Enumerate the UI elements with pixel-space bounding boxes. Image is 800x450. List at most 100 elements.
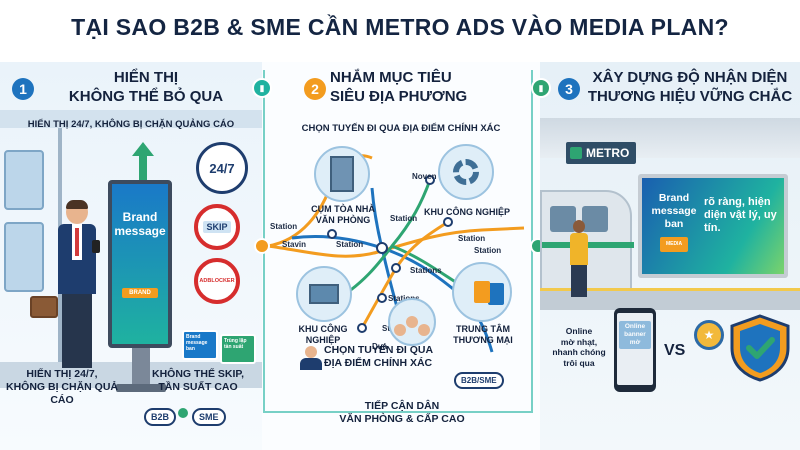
phone-banner-line: Online	[624, 323, 646, 330]
heading-line: HIỂN THỊ	[113, 69, 179, 86]
billboard-tag: MEDIA	[660, 237, 688, 252]
skip-label: SKIP	[203, 221, 231, 233]
heading-line: KHÔNG THỂ BỎ QUA	[68, 88, 224, 105]
office-line: VĂN PHÒNG	[315, 215, 371, 225]
vs-label: VS	[664, 342, 686, 359]
online-line: Online	[565, 326, 593, 336]
office-building-icon	[314, 146, 370, 202]
sme-badge: SME	[192, 408, 226, 426]
route-caption: CHỌN TUYẾN ĐI QUA ĐỊA ĐIỂM CHÍNH XÁC	[324, 344, 454, 370]
industrial-label-top: KHU CÔNG NGHIỆP	[423, 207, 510, 217]
train-floor	[0, 362, 262, 388]
award-ribbon-icon: ★	[694, 320, 724, 350]
station-label: Noven	[412, 172, 437, 181]
b2b-badge: B2B	[144, 408, 177, 426]
kiosk-text: message	[114, 224, 166, 238]
metro-line-green	[331, 179, 432, 304]
station-label: Station	[270, 222, 298, 231]
no-adblocker-icon: ADBLOCKER	[194, 258, 240, 304]
metro-sign-text: METRO	[586, 146, 630, 160]
page-title: TẠI SAO B2B & SME CẦN METRO ADS VÀO MEDI…	[71, 14, 729, 40]
online-line: trôi qua	[563, 357, 595, 368]
mall-line: THƯƠNG MẠI	[453, 335, 513, 345]
businessman-figure	[48, 200, 108, 380]
station-label: Stations	[410, 266, 442, 275]
online-caption: Online mờ nhạt, nhanh chóng trôi qua	[544, 326, 614, 368]
businessman-avatar	[300, 346, 322, 370]
audience-line: TIẾP CẬN DÂN	[364, 400, 440, 412]
station-label: Duả	[372, 342, 388, 351]
industrial-line: NGHIỆP	[305, 335, 341, 345]
factory-icon	[296, 266, 352, 322]
panel-subtitle: HIỂN THỊ 24/7, KHÔNG BỊ CHẶN QUẢNG CÁO	[27, 119, 235, 130]
billboard-line: Brand	[658, 192, 690, 204]
billboard-brand: Brand message ban MEDIA	[648, 192, 700, 252]
kiosk-button: BRAND	[122, 288, 158, 298]
panel-hyperlocal: 2 NHẮM MỤC TIÊU SIÊU ĐỊA PHƯƠNG CHỌN TUY…	[252, 62, 546, 450]
route-line: CHỌN TUYẾN ĐI QUA	[324, 344, 434, 356]
train-ceiling	[0, 110, 262, 128]
train-icon	[254, 238, 270, 254]
metro-billboard: Brand message ban MEDIA rõ ràng, hiện di…	[638, 174, 788, 278]
shield-check-icon	[730, 314, 790, 382]
kiosk-text: Brand	[122, 210, 158, 224]
kiosk-base	[116, 384, 166, 392]
panel-subtitle: CHỌN TUYẾN ĐI QUA ĐỊA ĐIỂM CHÍNH XÁC	[301, 123, 501, 134]
brand-card: Trùng lặp tần suất	[220, 334, 256, 364]
billboard-claim: rõ ràng, hiện diện vật lý, uy tín.	[704, 196, 777, 234]
train-icon: ▮	[252, 78, 272, 98]
billboard-line: message	[651, 205, 697, 217]
brand-card: Brand message ban	[182, 330, 218, 360]
step-number-badge: 1	[12, 78, 34, 100]
clock-label: 24/7	[209, 160, 235, 176]
mall-label: TRUNG TÂM THƯƠNG MẠI	[438, 324, 528, 346]
briefcase-icon	[30, 296, 58, 318]
clock-24-7-icon: 24/7	[196, 142, 248, 194]
office-label: CỤM TÒA NHÀ VĂN PHÒNG	[288, 204, 398, 226]
panel-brand-awareness: 3 XÂY DỰNG ĐỘ NHẬN DIỆN THƯƠNG HIỆU VỮNG…	[531, 62, 800, 450]
adblocker-label: ADBLOCKER	[199, 278, 235, 284]
phone-banner-line: banner	[624, 331, 646, 338]
step-number-badge: 2	[304, 78, 326, 100]
phone-banner: Online banner mờ	[619, 321, 651, 349]
train-window	[4, 222, 44, 292]
brand-kiosk: Brand message BRAND	[108, 180, 172, 348]
card-text: Brand message ban	[186, 334, 208, 352]
step-number-badge: 3	[558, 78, 580, 100]
heading-line: THƯƠNG HIỆU VỮNG CHẮC	[587, 88, 793, 105]
up-arrow-icon	[132, 142, 154, 194]
station-label: Station	[474, 246, 502, 255]
station-label: Station	[458, 234, 486, 243]
phone-banner-line: mờ	[629, 339, 641, 346]
caption-no-skip: KHÔNG THỂ SKIP, TẦN SUẤT CAO	[134, 368, 262, 394]
office-line: CỤM TÒA NHÀ	[311, 204, 375, 214]
billboard-line: ban	[664, 218, 684, 230]
station-label: Stavin	[282, 240, 307, 249]
people-icon	[178, 408, 190, 426]
train-window	[4, 150, 44, 210]
panel-unskippable: 1 HIỂN THỊ KHÔNG THỂ BỎ QUA HIỂN THỊ 24/…	[0, 62, 262, 450]
online-line: mờ nhạt,	[560, 336, 598, 347]
metro-sign-icon	[570, 147, 582, 159]
no-skip-icon: SKIP	[194, 204, 240, 250]
train-icon: ▮	[531, 78, 551, 98]
panel-heading: XÂY DỰNG ĐỘ NHẬN DIỆN THƯƠNG HIỆU VỮNG C…	[584, 68, 796, 106]
online-line: nhanh chóng	[552, 347, 606, 357]
phone-icon	[92, 240, 100, 253]
meeting-people-icon	[388, 298, 436, 346]
person-legs	[62, 294, 92, 368]
industrial-line: KHU CÔNG	[298, 324, 348, 334]
card-text: Trùng lặp tần suất	[224, 338, 247, 350]
panel-heading: NHẮM MỤC TIÊU SIÊU ĐỊA PHƯƠNG	[330, 68, 510, 106]
gears-icon	[438, 144, 494, 200]
station-platform	[540, 290, 800, 310]
metro-sign: METRO	[566, 142, 636, 164]
caption-line: HIỂN THỊ 24/7,	[26, 368, 98, 380]
shopping-bags-icon	[452, 262, 512, 322]
phone-screen: Online banner mờ	[617, 313, 653, 385]
station-label: Station	[390, 214, 418, 223]
mall-line: TRUNG TÂM	[456, 324, 510, 334]
caption-line: KHÔNG THỂ SKIP,	[152, 368, 244, 380]
platform-edge	[540, 288, 800, 291]
metro-route-map	[263, 70, 533, 413]
